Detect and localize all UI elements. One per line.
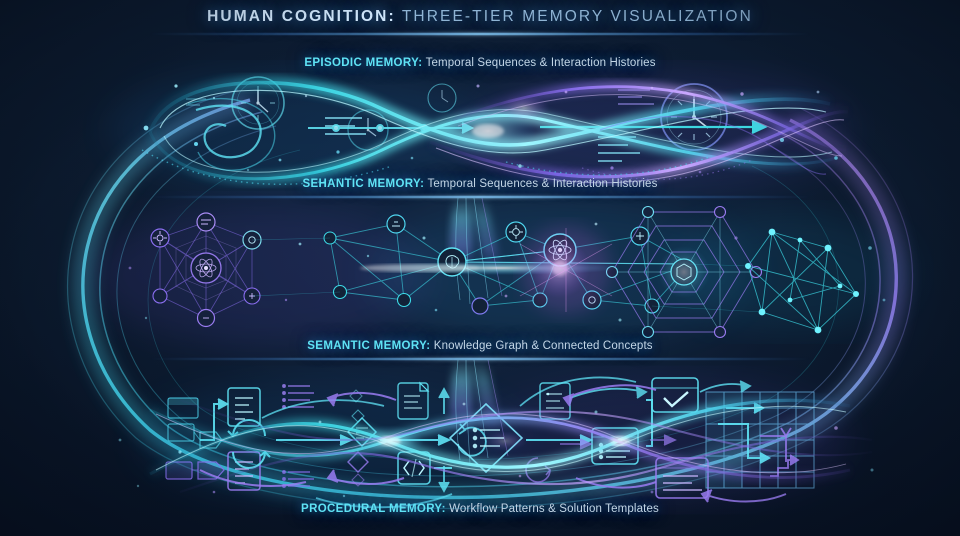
tier-label-semantic-top-bold: SEHANTIC MEMORY: — [302, 178, 425, 190]
tier-label-episodic-bold: EPISODIC MEMORY: — [304, 57, 423, 69]
network-node-icon — [196, 212, 216, 232]
tier-label-procedural-desc: Workflow Patterns & Solution Templates — [445, 503, 659, 515]
network-node-icon — [386, 214, 406, 234]
title-divider — [150, 33, 810, 35]
tier-label-semantic-top-desc: Temporal Sequences & Interaction Histori… — [424, 178, 658, 190]
network-node-icon — [471, 297, 489, 315]
page-title-rest: THREE-TIER MEMORY VISUALIZATION — [395, 8, 753, 25]
tier-label-episodic-desc: Temporal Sequences & Interaction Histori… — [422, 57, 656, 69]
tier-label-semantic: SEMANTIC MEMORY: Knowledge Graph & Conne… — [0, 340, 960, 352]
page-title-bold: HUMAN COGNITION: — [207, 8, 396, 25]
network-node-icon — [152, 288, 168, 304]
tier-label-semantic-desc: Knowledge Graph & Connected Concepts — [430, 340, 653, 352]
tier-semantic-graphics — [90, 202, 910, 345]
gear-icon — [150, 228, 170, 248]
gear-icon — [505, 221, 527, 243]
semantic-divider — [150, 358, 810, 360]
tier-label-procedural: PROCEDURAL MEMORY: Workflow Patterns & S… — [0, 503, 960, 515]
episodic-divider — [150, 196, 810, 198]
tier-episodic-graphics — [110, 72, 850, 188]
tier-label-semantic-top: SEHANTIC MEMORY: Temporal Sequences & In… — [0, 178, 960, 190]
page-title: HUMAN COGNITION: THREE-TIER MEMORY VISUA… — [0, 8, 960, 26]
network-node-icon — [396, 292, 412, 308]
tier-label-episodic: EPISODIC MEMORY: Temporal Sequences & In… — [0, 57, 960, 69]
tier-label-semantic-bold: SEMANTIC MEMORY: — [307, 340, 431, 352]
network-node-icon — [196, 308, 216, 328]
tier-label-procedural-bold: PROCEDURAL MEMORY: — [301, 503, 446, 515]
page-title-wrap: HUMAN COGNITION: THREE-TIER MEMORY VISUA… — [0, 8, 960, 26]
atom-icon — [190, 252, 222, 284]
